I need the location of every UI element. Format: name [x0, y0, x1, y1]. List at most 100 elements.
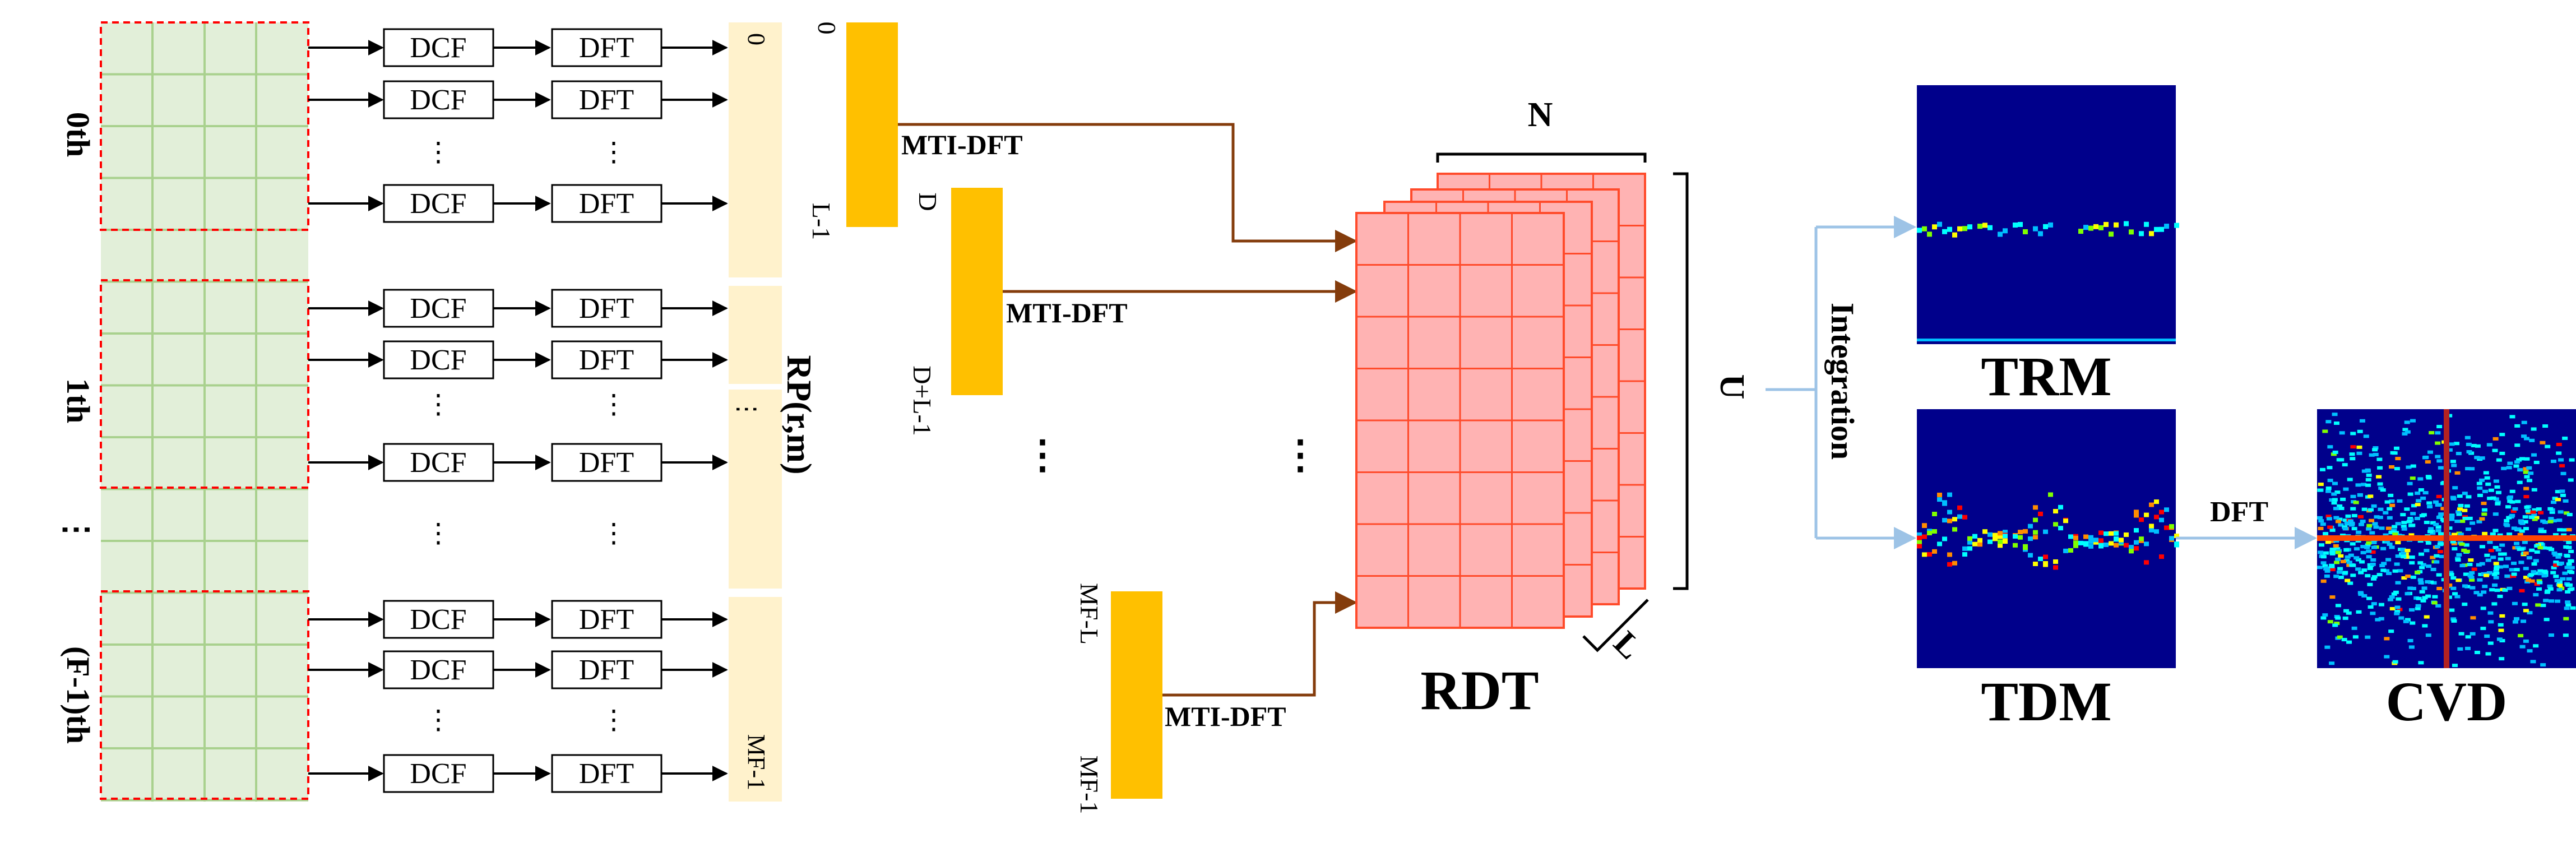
cvd-cell — [2385, 526, 2392, 530]
cvd-cell — [2335, 616, 2341, 620]
cvd-cell — [2543, 599, 2549, 603]
cvd-cell — [2558, 458, 2564, 462]
cvd-cell — [2365, 469, 2371, 473]
cvd-cell — [2456, 553, 2462, 557]
chain-vdots: ⋮ — [425, 518, 452, 548]
tdm-cell — [2043, 561, 2048, 566]
tdm-cell — [2124, 543, 2129, 548]
tdm-cell — [1927, 552, 1932, 557]
trm-cell — [1917, 228, 1922, 233]
dft-box-label: DFT — [579, 758, 634, 790]
frame-box-1 — [100, 279, 309, 489]
cvd-cell — [2521, 434, 2527, 438]
tdm-cell — [1952, 517, 1957, 522]
cvd-cell — [2416, 596, 2422, 600]
cvd-cell — [2534, 544, 2540, 548]
chain-vdots: ⋮ — [600, 137, 627, 167]
cvd-cell — [2342, 527, 2348, 531]
trm-cell — [2033, 226, 2038, 231]
cvd-cell — [2325, 540, 2331, 544]
dft-box — [551, 80, 662, 119]
cvd-cell — [2484, 476, 2490, 480]
cvd-cell — [2494, 567, 2500, 571]
dcf-box — [383, 443, 494, 482]
cvd-cell — [2420, 599, 2426, 603]
cvd-cell — [2366, 549, 2372, 553]
trm-cell — [1927, 231, 1932, 237]
cvd-cell — [2457, 507, 2463, 511]
mti-arrow-1 — [898, 123, 1358, 252]
cvd-cell — [2398, 616, 2404, 620]
cvd-cell — [2329, 661, 2335, 665]
cvd-cell — [2523, 487, 2529, 490]
tdm-cell — [2144, 541, 2149, 547]
tdm-cell — [1962, 515, 1967, 520]
cvd-cell — [2533, 644, 2539, 648]
cvd-cell — [2536, 587, 2542, 591]
cvd-cell — [2555, 599, 2561, 603]
cvd-cell — [2564, 566, 2570, 569]
cvd-cell — [2470, 521, 2476, 525]
cvd-cell — [2334, 561, 2340, 564]
tdm-cell — [2063, 548, 2068, 553]
cvd-cell — [2356, 451, 2362, 455]
cvd-cell — [2324, 645, 2331, 649]
rp-label: RP(r,m) — [780, 355, 818, 475]
rdt-l-label: L — [1607, 624, 1649, 666]
cvd-cell — [2493, 479, 2499, 483]
cvd-cell — [2478, 572, 2484, 576]
dcf-label: DCF — [410, 84, 466, 116]
cvd-cell — [2476, 520, 2482, 524]
cvd-cell — [2531, 562, 2537, 566]
cvd-cell — [2522, 515, 2528, 519]
cvd-cell — [2347, 581, 2353, 585]
cvd-cell — [2409, 608, 2415, 612]
cvd-cell — [2448, 571, 2454, 575]
tdm-image — [1917, 409, 2176, 668]
cvd-cell — [2461, 548, 2467, 552]
tdm-cell — [2053, 559, 2058, 564]
cvd-cell — [2485, 652, 2491, 656]
cvd-cell — [2365, 574, 2371, 578]
cvd-cell — [2353, 501, 2359, 504]
tdm-cell — [2033, 517, 2038, 522]
tdm-cell — [1967, 540, 1972, 545]
cvd-cell — [2562, 436, 2568, 440]
cvd-cell — [2526, 466, 2532, 470]
cvd-cell — [2538, 530, 2544, 534]
cvd-cell — [2351, 513, 2357, 517]
cvd-cell — [2426, 564, 2432, 568]
cvd-cell — [2326, 517, 2332, 521]
cvd-cell — [2410, 476, 2416, 480]
cvd-cell — [2337, 517, 2343, 521]
tdm-cell — [1947, 562, 1952, 567]
cvd-cell — [2335, 520, 2341, 524]
tdm-cell — [1917, 539, 1922, 544]
cvd-cell — [2566, 528, 2572, 532]
cvd-cell — [2531, 453, 2537, 457]
tdm-cell — [2043, 554, 2048, 559]
tdm-cell — [1952, 561, 1957, 566]
cvd-cell — [2324, 569, 2331, 573]
cvd-cell — [2540, 604, 2546, 608]
cvd-cell — [2417, 539, 2424, 543]
cvd-cell — [2377, 466, 2383, 470]
cvd-cell — [2350, 445, 2356, 449]
cvd-cell — [2532, 517, 2538, 521]
tdm-cell — [2124, 532, 2129, 537]
cvd-cell — [2346, 611, 2352, 615]
cvd-cell — [2388, 629, 2394, 633]
cvd-cell — [2561, 528, 2567, 532]
cvd-cell — [2519, 589, 2525, 592]
cvd-cell — [2370, 558, 2376, 562]
cvd-cell — [2338, 576, 2344, 580]
cvd-cell — [2379, 526, 2385, 530]
rp-top-label: 0 — [743, 33, 770, 45]
cvd-cell — [2397, 499, 2403, 503]
cvd-cell — [2365, 635, 2371, 639]
cvd-cell — [2506, 466, 2512, 470]
tdm-cell — [2028, 553, 2033, 558]
cvd-cell — [2482, 585, 2488, 589]
